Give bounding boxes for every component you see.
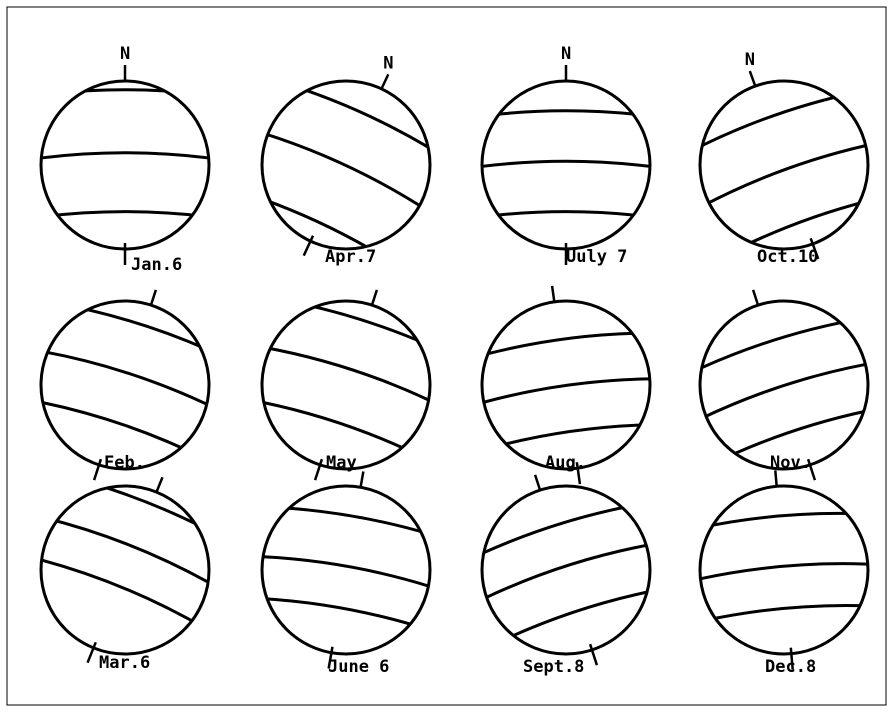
north-marker-label: N: [561, 44, 571, 64]
globe-outline: [41, 81, 209, 249]
latitude-band: [19, 547, 215, 632]
latitude-band: [271, 72, 463, 167]
latitude-bands: [236, 499, 458, 634]
date-label: June 6: [328, 657, 389, 677]
north-marker-label: N: [383, 53, 393, 73]
latitude-band: [243, 548, 449, 592]
date-label: Sept.8: [523, 657, 584, 677]
latitude-band: [462, 111, 670, 119]
north-marker-label: N: [745, 50, 755, 70]
date-label: Uuly 7: [566, 247, 627, 267]
latitude-bands: [669, 82, 893, 263]
latitude-band: [480, 578, 680, 650]
globe-panel-nov: Nov.: [671, 290, 893, 480]
globe-outline: [700, 486, 868, 654]
latitude-band: [21, 153, 229, 161]
latitude-band: [462, 161, 670, 169]
latitude-bands: [457, 325, 677, 453]
north-pole-tick: [361, 472, 364, 488]
latitude-band: [35, 508, 231, 593]
globe-panel-jun: June 6: [236, 472, 458, 677]
globe-panel-mar: Mar.6: [19, 465, 248, 673]
globe-outline: [262, 301, 430, 469]
latitude-band: [669, 82, 867, 161]
latitude-bands: [453, 494, 681, 650]
north-pole-tick: [750, 71, 755, 86]
globe-panel-aug: Aug.: [457, 286, 677, 484]
globe-panel-sep: Sept.8: [453, 475, 681, 677]
globe-panel-jan: N Jan.6: [21, 44, 229, 275]
date-label: Mar.6: [99, 653, 150, 673]
latitude-band: [21, 90, 229, 98]
globe-panel-may: May: [233, 289, 466, 480]
globe-outline: [262, 486, 430, 654]
latitude-band: [27, 341, 227, 413]
latitude-bands: [671, 309, 893, 469]
latitude-band: [265, 289, 465, 361]
latitude-band: [680, 557, 888, 583]
globe-panel-oct: N Oct.10: [669, 50, 893, 267]
date-label: May: [326, 453, 357, 473]
latitude-band: [248, 121, 440, 216]
figure-border: [7, 7, 886, 705]
north-pole-tick: [156, 477, 162, 492]
globe-outline: [700, 81, 868, 249]
date-label: Nov.: [770, 453, 811, 473]
date-label: Oct.10: [757, 247, 818, 267]
north-pole-tick: [381, 74, 388, 89]
date-label: Jan.6: [131, 255, 182, 275]
north-marker-label: N: [120, 44, 130, 64]
latitude-band: [688, 134, 886, 213]
globe-panel-jul: N Uuly 7: [462, 44, 670, 267]
globe-panel-dec: Dec.8: [676, 470, 892, 677]
north-pole-tick: [775, 470, 776, 486]
globe-outline: [482, 486, 650, 654]
latitude-bands: [19, 465, 248, 632]
north-pole-tick: [372, 290, 377, 305]
latitude-band: [462, 212, 670, 220]
latitude-band: [252, 499, 458, 543]
latitude-band: [52, 465, 248, 550]
globe-outline: [41, 301, 209, 469]
latitude-band: [222, 179, 414, 274]
latitude-band: [21, 212, 229, 220]
globe-panel-apr: N Apr.7: [222, 53, 464, 273]
globe-panel-feb: Feb.: [12, 290, 243, 480]
north-pole-tick: [535, 475, 540, 490]
latitude-bands: [462, 111, 670, 220]
latitude-bands: [21, 90, 229, 220]
latitude-bands: [222, 72, 464, 274]
date-label: Apr.7: [325, 247, 376, 267]
date-label: Dec.8: [765, 657, 816, 677]
date-label: Aug.: [545, 453, 586, 473]
latitude-band: [463, 371, 670, 408]
latitude-band: [469, 417, 676, 454]
north-pole-tick: [753, 290, 758, 305]
date-label: Feb.: [104, 453, 145, 473]
north-pole-tick: [552, 286, 554, 302]
north-pole-tick: [151, 290, 156, 305]
